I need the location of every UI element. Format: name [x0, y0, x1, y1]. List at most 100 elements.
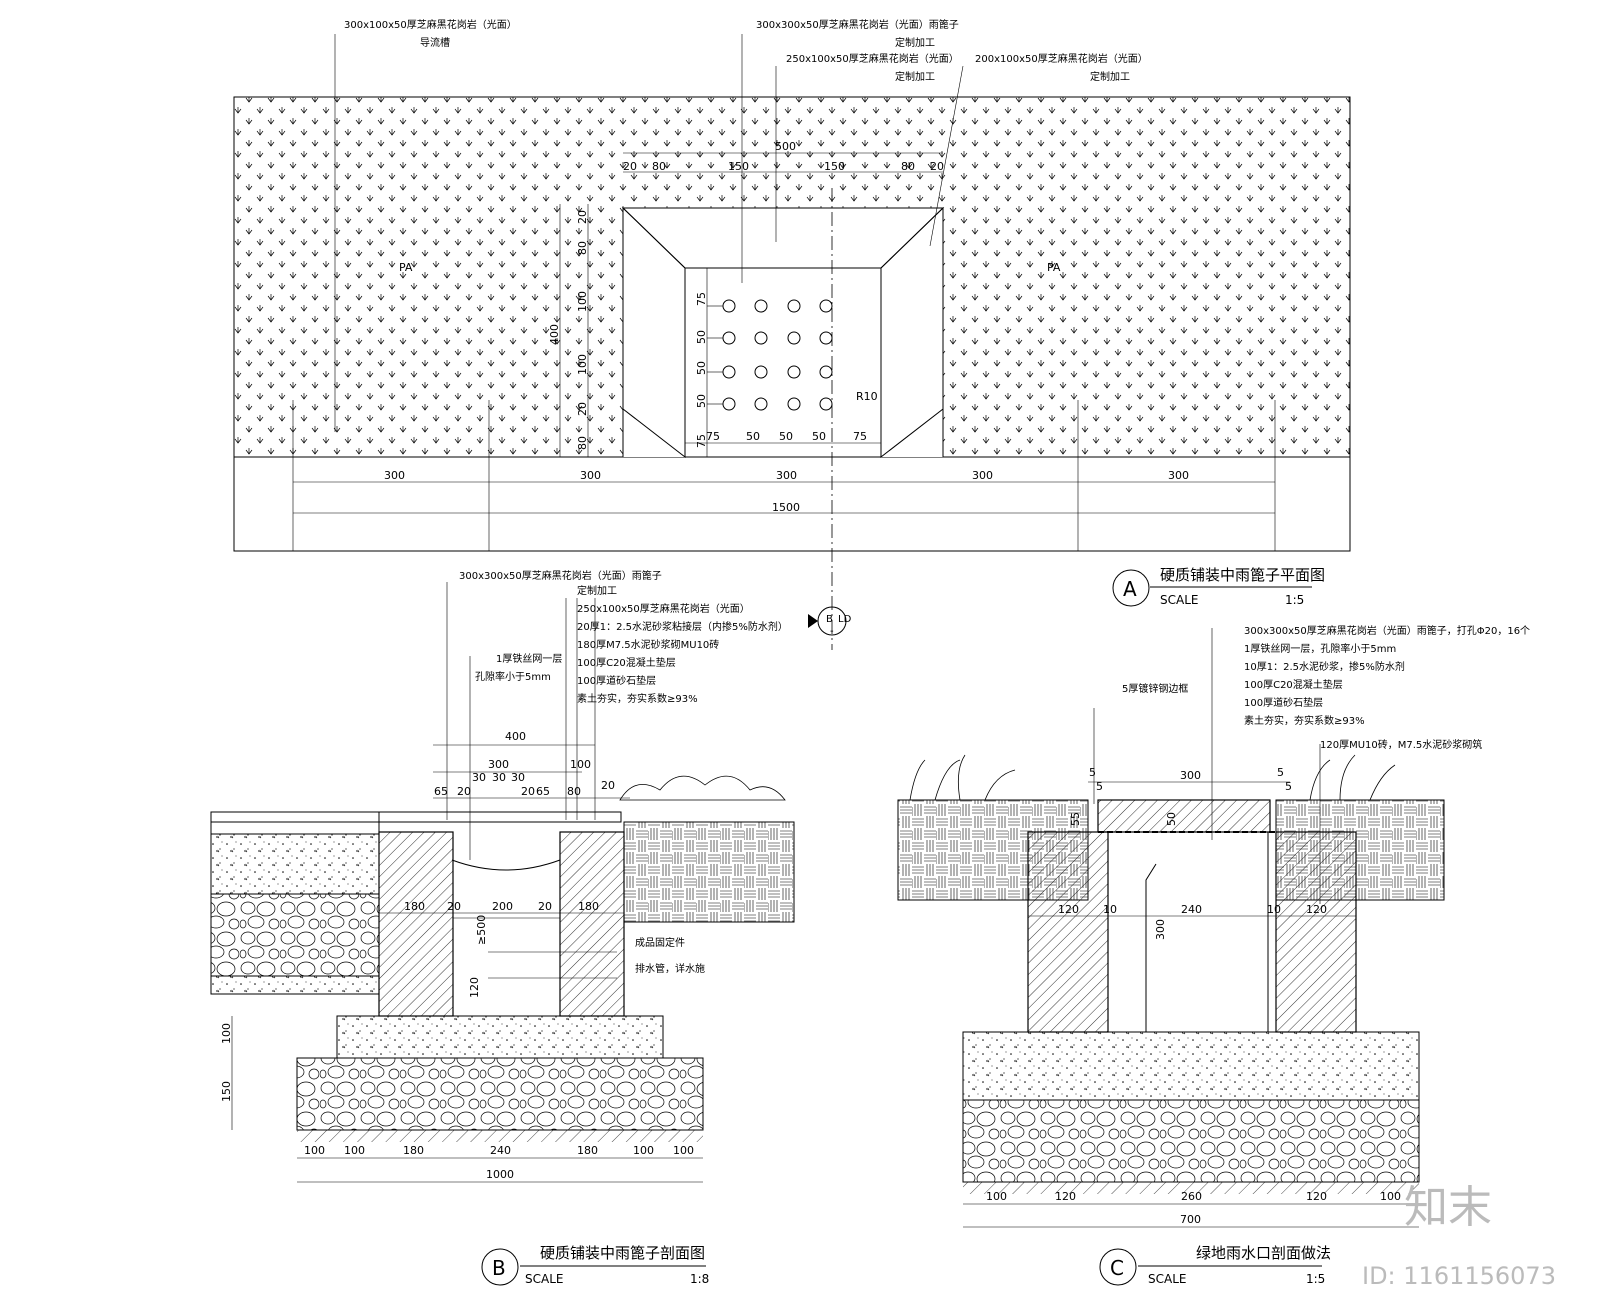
section-c-dims-inner: 120 10 240 10 120 — [1058, 903, 1327, 916]
svg-text:SCALE: SCALE — [525, 1272, 563, 1286]
drain-hole — [787, 365, 801, 379]
svg-text:400: 400 — [548, 324, 561, 345]
callout-4: 200x100x50厚芝麻黑花岗岩（光面） — [975, 52, 1148, 65]
svg-text:1厚铁丝网一层: 1厚铁丝网一层 — [496, 652, 562, 665]
brick-wall-c-left — [1027, 831, 1109, 1033]
svg-text:180: 180 — [578, 900, 599, 913]
svg-text:150: 150 — [824, 160, 845, 173]
svg-text:300x300x50厚芝麻黑花岗岩（光面）雨篦子: 300x300x50厚芝麻黑花岗岩（光面）雨篦子 — [459, 569, 662, 582]
svg-text:180厚M7.5水泥砂浆砌MU10砖: 180厚M7.5水泥砂浆砌MU10砖 — [577, 638, 719, 651]
svg-text:50: 50 — [695, 394, 708, 408]
svg-text:1000: 1000 — [486, 1168, 514, 1181]
svg-text:100: 100 — [570, 758, 591, 771]
svg-text:1500: 1500 — [772, 501, 800, 514]
svg-text:100厚道砂石垫层: 100厚道砂石垫层 — [577, 674, 656, 687]
callout-2b: 定制加工 — [895, 36, 935, 49]
svg-text:300x300x50厚芝麻黑花岗岩（光面）雨篦子，打孔Φ20: 300x300x50厚芝麻黑花岗岩（光面）雨篦子，打孔Φ20，16个 — [1244, 624, 1530, 637]
svg-text:65: 65 — [536, 785, 550, 798]
svg-text:50: 50 — [812, 430, 826, 443]
svg-text:100: 100 — [576, 354, 589, 375]
title-block-a: A 硬质铺装中雨篦子平面图 SCALE 1:5 — [1112, 566, 1325, 607]
section-marker-b[interactable]: B LD - — [808, 606, 852, 637]
svg-text:300: 300 — [580, 469, 601, 482]
svg-text:1:5: 1:5 — [1285, 593, 1304, 607]
svg-text:75: 75 — [695, 292, 708, 306]
svg-text:50: 50 — [779, 430, 793, 443]
svg-text:10厚1：2.5水泥砂浆，掺5%防水剂: 10厚1：2.5水泥砂浆，掺5%防水剂 — [1244, 660, 1405, 673]
svg-text:100: 100 — [576, 291, 589, 312]
note-fixture: 成品固定件 — [635, 936, 685, 949]
svg-text:80: 80 — [652, 160, 666, 173]
svg-text:100厚C20混凝土垫层: 100厚C20混凝土垫层 — [1244, 678, 1343, 691]
svg-text:180: 180 — [577, 1144, 598, 1157]
title-c: 绿地雨水口剖面做法 — [1196, 1244, 1331, 1262]
svg-text:20: 20 — [576, 210, 589, 224]
svg-text:20: 20 — [576, 402, 589, 416]
svg-text:50: 50 — [695, 361, 708, 375]
svg-text:定制加工: 定制加工 — [577, 584, 617, 597]
svg-text:素土夯实，夯实系数≥93%: 素土夯实，夯实系数≥93% — [1244, 714, 1365, 727]
svg-text:100: 100 — [304, 1144, 325, 1157]
callout-4b: 定制加工 — [1090, 70, 1130, 83]
gravel-base-c — [962, 1099, 1420, 1183]
paving-label-left: PA — [399, 261, 413, 274]
drain-hole — [819, 299, 833, 313]
svg-text:65: 65 — [434, 785, 448, 798]
title-a: 硬质铺装中雨篦子平面图 — [1160, 566, 1325, 584]
svg-text:100: 100 — [1380, 1190, 1401, 1203]
svg-text:1厚铁丝网一层，孔隙率小于5mm: 1厚铁丝网一层，孔隙率小于5mm — [1244, 642, 1396, 655]
svg-text:240: 240 — [490, 1144, 511, 1157]
plan-view: PA PA 300x100x50厚芝麻黑花岗岩（光面） 导流槽 300x300x… — [233, 18, 1351, 650]
callout-2: 300x300x50厚芝麻黑花岗岩（光面）雨篦子 — [756, 18, 959, 31]
svg-text:240: 240 — [1181, 903, 1202, 916]
callout-1: 300x100x50厚芝麻黑花岗岩（光面） — [344, 18, 517, 31]
plan-border — [233, 96, 1351, 552]
concrete-base-c — [962, 1031, 1420, 1101]
svg-text:100厚道砂石垫层: 100厚道砂石垫层 — [1244, 696, 1323, 709]
svg-text:80: 80 — [567, 785, 581, 798]
callout-3: 250x100x50厚芝麻黑花岗岩（光面） — [786, 52, 959, 65]
title-block-c: C 绿地雨水口剖面做法 SCALE 1:5 — [1099, 1244, 1331, 1286]
svg-text:120: 120 — [468, 977, 481, 998]
svg-text:50: 50 — [695, 330, 708, 344]
svg-text:30: 30 — [472, 771, 486, 784]
drain-hole — [787, 331, 801, 345]
svg-text:300: 300 — [972, 469, 993, 482]
watermark-brand: 知末 — [1404, 1182, 1492, 1233]
dim-top-total: 500 — [775, 140, 796, 153]
section-b: 300x300x50厚芝麻黑花岗岩（光面）雨篦子 定制加工 250x100x50… — [210, 569, 795, 1286]
svg-text:100厚C20混凝土垫层: 100厚C20混凝土垫层 — [577, 656, 676, 669]
drain-hole — [754, 397, 768, 411]
svg-text:55: 55 — [1069, 812, 1082, 826]
plan-dims-holes-v: 75 50 50 50 75 — [695, 292, 708, 448]
radius-label: R10 — [856, 390, 878, 403]
svg-text:20: 20 — [457, 785, 471, 798]
svg-text:100: 100 — [633, 1144, 654, 1157]
svg-text:孔隙率小于5mm: 孔隙率小于5mm — [475, 670, 551, 683]
title-symbol-c: C — [1110, 1256, 1124, 1280]
svg-text:20: 20 — [623, 160, 637, 173]
svg-text:30: 30 — [511, 771, 525, 784]
plan-callouts: 300x100x50厚芝麻黑花岗岩（光面） 导流槽 300x300x50厚芝麻黑… — [344, 18, 1148, 83]
svg-text:10: 10 — [1103, 903, 1117, 916]
svg-text:20: 20 — [447, 900, 461, 913]
svg-text:120: 120 — [1055, 1190, 1076, 1203]
drain-hole — [754, 299, 768, 313]
concrete-base-b — [336, 1015, 664, 1059]
title-symbol-b: B — [492, 1256, 506, 1280]
svg-text:260: 260 — [1181, 1190, 1202, 1203]
brick-wall-left — [378, 831, 454, 1017]
drain-hole — [787, 397, 801, 411]
svg-text:100: 100 — [673, 1144, 694, 1157]
svg-text:300: 300 — [488, 758, 509, 771]
svg-text:300: 300 — [1180, 769, 1201, 782]
svg-text:150: 150 — [728, 160, 749, 173]
paving-label-right: PA — [1047, 261, 1061, 274]
grate-plate — [684, 267, 882, 458]
svg-text:150: 150 — [220, 1081, 233, 1102]
svg-text:300: 300 — [1154, 919, 1167, 940]
svg-text:20: 20 — [538, 900, 552, 913]
svg-text:700: 700 — [1180, 1213, 1201, 1226]
plan-dims-top: 20 80 150 150 80 20 — [623, 160, 944, 173]
svg-text:100: 100 — [220, 1023, 233, 1044]
